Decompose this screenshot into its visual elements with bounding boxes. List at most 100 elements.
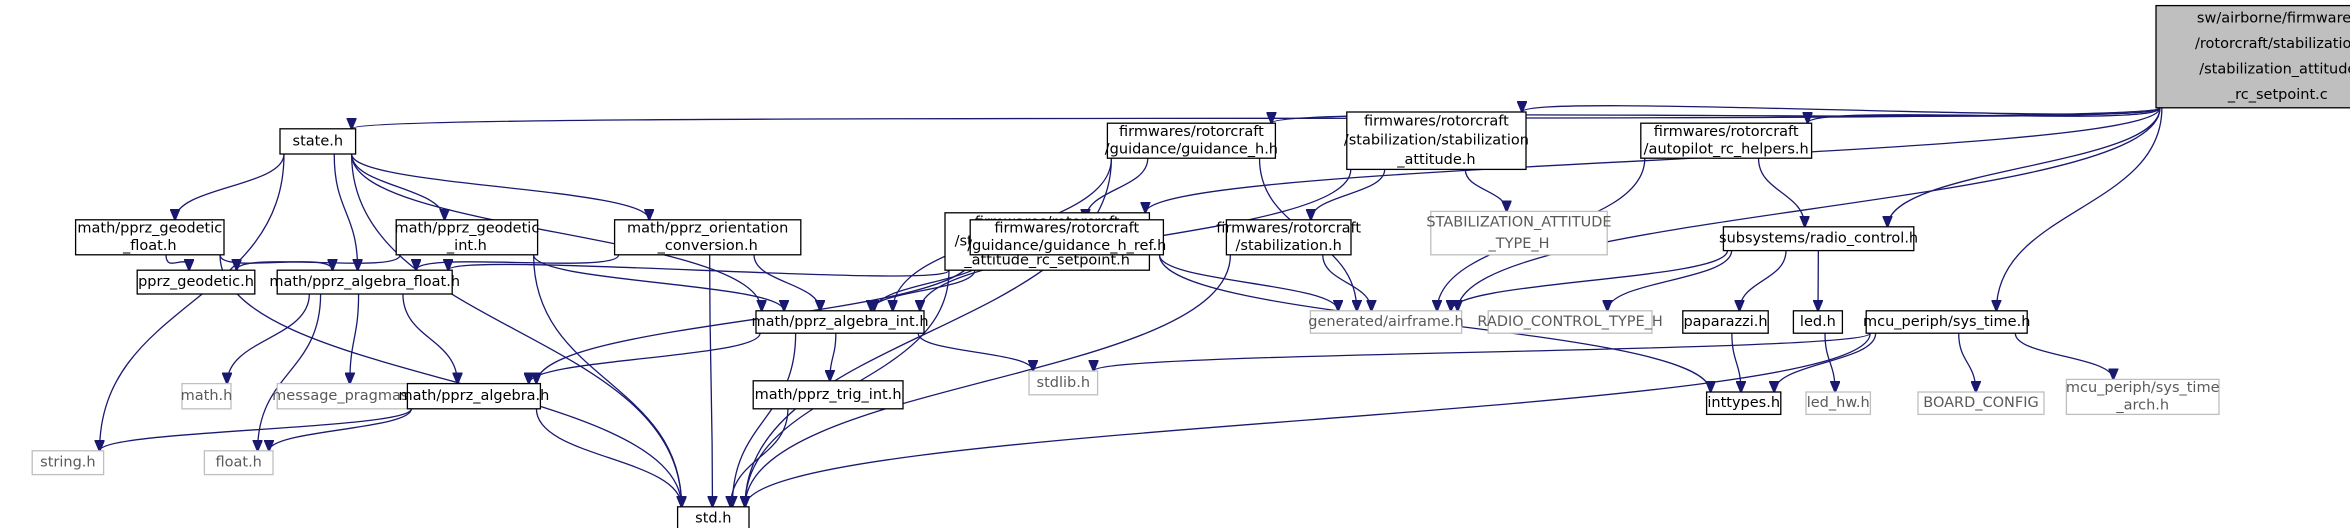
node-label-line: generated/airframe.h	[1308, 314, 1463, 330]
node-alg-float[interactable]: math/pprz_algebra_float.h	[269, 269, 460, 295]
node-box	[1805, 391, 1872, 416]
node-label-line: float.h	[216, 455, 262, 471]
node-label-line: message_pragmas.h	[272, 388, 422, 404]
node-guidance-ref[interactable]: firmwares/rotorcraft/guidance/guidance_h…	[967, 219, 1166, 256]
edges-layer	[100, 106, 2163, 507]
node-autopilot[interactable]: firmwares/rotorcraft/autopilot_rc_helper…	[1640, 122, 1813, 159]
node-led-hw[interactable]: led_hw.h	[1805, 391, 1872, 416]
node-box	[613, 219, 802, 256]
node-label-line: led_hw.h	[1807, 395, 1870, 411]
node-paparazzi[interactable]: paparazzi.h	[1682, 310, 1769, 334]
node-stab-type[interactable]: STABILIZATION_ATTITUDE_TYPE_H	[1426, 210, 1612, 256]
node-label-line: math.h	[181, 388, 233, 404]
node-label-line: _conversion.h	[657, 238, 758, 254]
node-orient[interactable]: math/pprz_orientation_conversion.h	[613, 219, 802, 256]
node-stabil[interactable]: firmwares/rotorcraft/stabilization.h	[1216, 219, 1361, 256]
edge-orient-to-alg-float	[416, 254, 620, 270]
node-box	[1792, 310, 1844, 334]
node-box	[74, 219, 225, 256]
edge-stab-att-to-stab-type	[1464, 169, 1506, 211]
node-box	[181, 382, 232, 410]
node-label-line: _arch.h	[2115, 398, 2169, 414]
edge-orient-to-alg-int	[753, 254, 820, 311]
node-rc-type[interactable]: RADIO_CONTROL_TYPE_H	[1477, 310, 1663, 334]
node-label-line: firmwares/rotorcraft	[1364, 114, 1509, 130]
node-label-line: RADIO_CONTROL_TYPE_H	[1477, 314, 1662, 330]
node-label-line: STABILIZATION_ATTITUDE	[1426, 214, 1611, 230]
edge-state-to-alg-float	[333, 153, 357, 270]
node-label-line: pprz_geodetic.h	[138, 274, 254, 290]
node-label-line: /guidance/guidance_h.h	[1105, 141, 1278, 157]
node-msg-pragmas[interactable]: message_pragmas.h	[272, 382, 422, 410]
edge-geo-int-to-pprz-geo	[237, 254, 401, 270]
node-alg[interactable]: math/pprz_algebra.h	[398, 382, 549, 410]
node-board[interactable]: BOARD_CONFIG	[1917, 391, 2045, 416]
node-string-h[interactable]: string.h	[31, 450, 105, 476]
node-box	[676, 506, 750, 528]
node-box	[1430, 210, 1608, 256]
edge-alg-to-std-h	[535, 408, 681, 507]
node-math-h[interactable]: math.h	[181, 382, 233, 410]
node-inttypes[interactable]: inttypes.h	[1705, 391, 1782, 416]
node-box	[279, 128, 357, 155]
node-label-line: state.h	[293, 133, 344, 149]
node-sys-arch[interactable]: mcu_periph/sys_time_arch.h	[2065, 378, 2220, 416]
node-label-line: stdlib.h	[1037, 375, 1091, 391]
node-box	[1487, 310, 1653, 334]
edge-root-to-radio	[1887, 107, 2161, 227]
node-label-line: firmwares/rotorcraft	[994, 221, 1139, 237]
node-box	[1722, 226, 1915, 252]
node-root[interactable]: sw/airborne/firmwares/rotorcraft/stabili…	[2155, 4, 2350, 109]
node-airframe[interactable]: generated/airframe.h	[1308, 310, 1464, 334]
nodes-layer: sw/airborne/firmwares/rotorcraft/stabili…	[31, 4, 2350, 528]
node-state[interactable]: state.h	[279, 128, 357, 155]
node-stab-att[interactable]: firmwares/rotorcraft/stabilization/stabi…	[1344, 111, 1529, 171]
edge-guidance-h-to-guidance-ref	[1085, 158, 1149, 220]
edge-alg-int-to-trig	[830, 333, 837, 381]
node-std-h[interactable]: std.h	[676, 506, 750, 528]
node-label-line: math/pprz_algebra_float.h	[269, 274, 460, 290]
node-label-line: subsystems/radio_control.h	[1719, 231, 1918, 247]
edge-sys-time-to-board	[1958, 333, 1976, 392]
node-label-line: math/pprz_geodetic	[394, 221, 539, 237]
node-label-line: /autopilot_rc_helpers.h	[1644, 141, 1809, 157]
node-box	[395, 219, 539, 256]
node-label-line: firmwares/rotorcraft	[1654, 124, 1799, 140]
node-float-h[interactable]: float.h	[203, 450, 274, 476]
node-label-line: sw/airborne/firmwares	[2197, 10, 2350, 26]
node-box	[752, 380, 904, 410]
node-pprz-geo[interactable]: pprz_geodetic.h	[136, 269, 256, 295]
edge-geo-float-to-std-h	[219, 254, 682, 507]
node-sys-time[interactable]: mcu_periph/sys_time.h	[1863, 310, 2030, 334]
edge-alg-float-to-msg-pragmas	[350, 293, 360, 384]
edge-stabil-to-std-h	[745, 254, 1232, 507]
edge-orient-to-std-h	[710, 254, 713, 507]
node-box	[276, 269, 453, 295]
node-guidance-h[interactable]: firmwares/rotorcraft/guidance/guidance_h…	[1105, 122, 1278, 159]
edge-state-to-std-h	[350, 153, 682, 507]
edge-state-to-geo-int	[350, 153, 445, 220]
node-trig[interactable]: math/pprz_trig_int.h	[752, 380, 904, 410]
node-led[interactable]: led.h	[1792, 310, 1844, 334]
node-label-line: _int.h	[446, 238, 487, 254]
node-box	[31, 450, 105, 476]
node-radio[interactable]: subsystems/radio_control.h	[1719, 226, 1918, 252]
edge-sys-time-to-std-h	[745, 333, 1871, 507]
node-label-line: /stabilization.h	[1236, 238, 1342, 254]
node-alg-int[interactable]: math/pprz_algebra_int.h	[751, 310, 929, 334]
edge-alg-float-to-alg	[402, 293, 458, 384]
edge-autopilot-to-radio	[1757, 158, 1805, 227]
node-label-line: math/pprz_algebra_int.h	[751, 314, 928, 330]
node-geo-int[interactable]: math/pprz_geodetic_int.h	[394, 219, 539, 256]
node-label-line: math/pprz_trig_int.h	[755, 387, 902, 403]
node-box	[1346, 111, 1527, 171]
edge-rc-sp-to-alg-float	[448, 264, 950, 277]
node-stdlib[interactable]: stdlib.h	[1028, 370, 1099, 396]
node-label-line: paparazzi.h	[1683, 314, 1767, 330]
node-geo-float[interactable]: math/pprz_geodetic_float.h	[74, 219, 225, 256]
edge-state-to-geo-float	[175, 153, 285, 220]
node-label-line: _attitude.h	[1396, 152, 1475, 168]
node-box	[276, 382, 418, 410]
node-label-line: mcu_periph/sys_time.h	[1863, 314, 2030, 330]
node-box	[1028, 370, 1099, 396]
